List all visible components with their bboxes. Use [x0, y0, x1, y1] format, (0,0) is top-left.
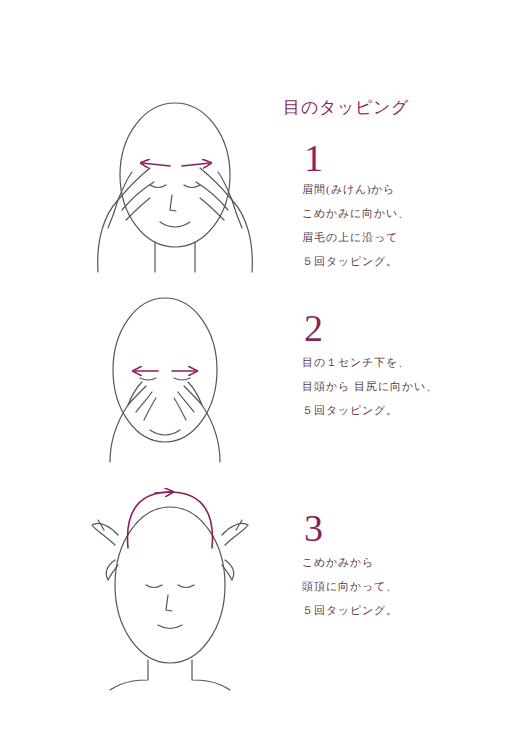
step-number: 1 — [304, 139, 323, 177]
step-text: 眉間(みけん)から こめかみに向かい、 眉毛の上に沿って ５回タッピング。 — [302, 177, 442, 273]
step-number: 3 — [304, 509, 323, 547]
page-title: 目のタッピング — [283, 96, 409, 119]
step-text: こめかみから 頭頂に向かって、 ５回タッピング。 — [302, 550, 442, 622]
step-number: 2 — [304, 309, 323, 347]
step-text: 目の１センチ下を、 目頭から 目尻に向かい、 ５回タッピング。 — [302, 350, 442, 422]
